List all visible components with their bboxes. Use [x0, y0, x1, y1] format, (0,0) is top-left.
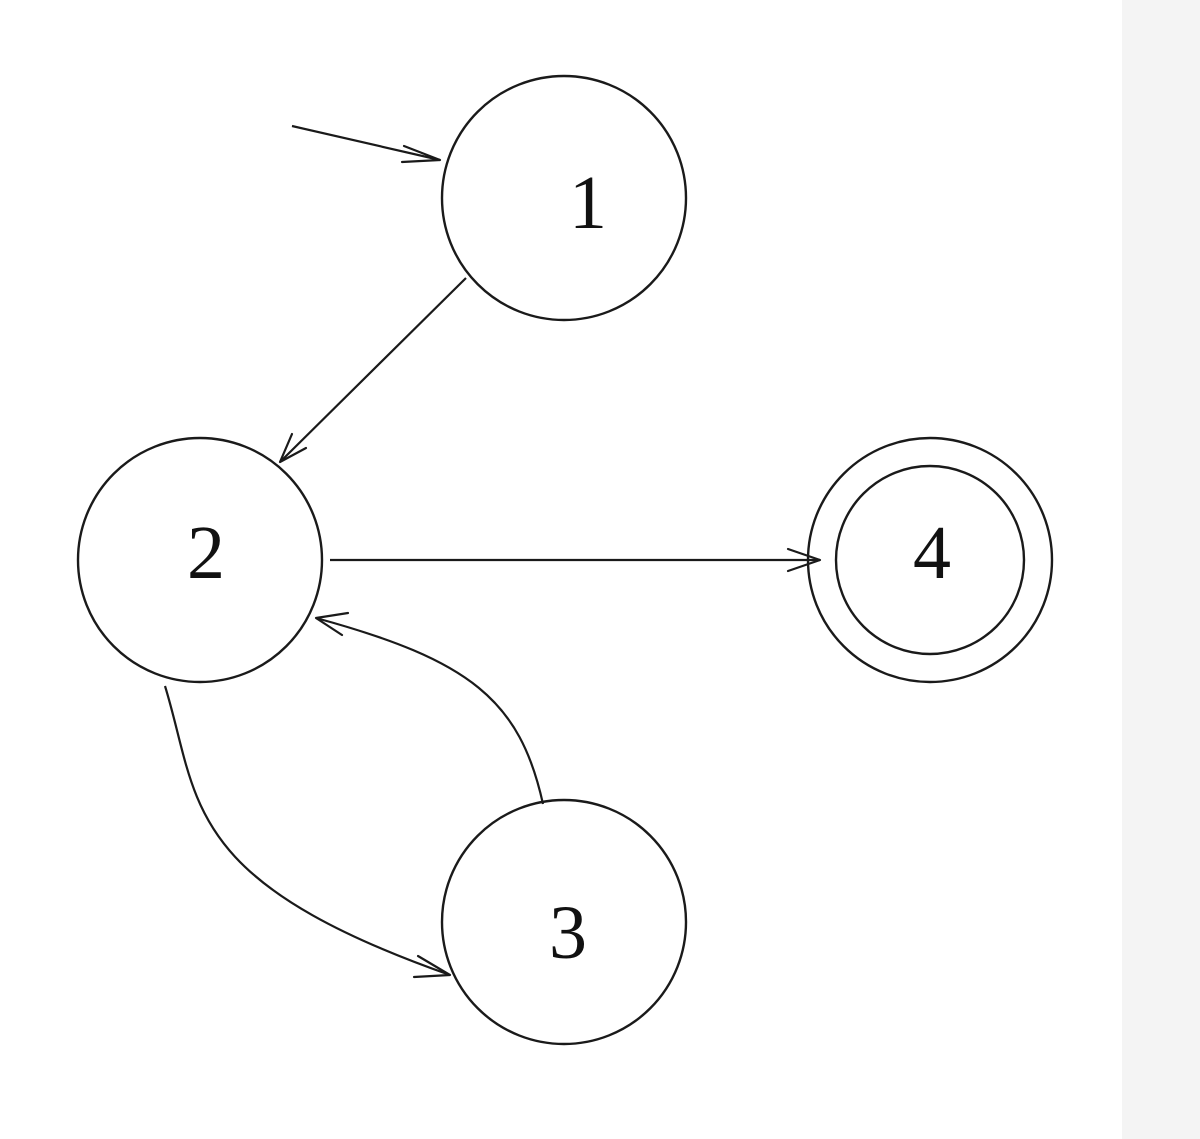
state-3-circle [440, 798, 688, 1046]
edge-1-to-2 [278, 277, 467, 464]
state-4: 4 [806, 436, 1054, 684]
state-4-inner-circle [834, 464, 1026, 656]
state-1: 1 [440, 74, 688, 322]
edge-2-to-4 [330, 547, 822, 573]
edge-3-to-2 [314, 611, 545, 805]
state-4-label: 4 [913, 511, 951, 595]
state-2-label: 2 [187, 511, 225, 595]
side-panel [1122, 0, 1200, 1139]
state-3: 3 [440, 798, 688, 1046]
state-2: 2 [76, 436, 324, 684]
state-1-label: 1 [569, 161, 607, 245]
edge-2-to-3 [163, 685, 452, 979]
state-4-outer-circle [806, 436, 1054, 684]
state-2-circle [76, 436, 324, 684]
state-1-circle [440, 74, 688, 322]
state-3-label: 3 [549, 891, 587, 975]
initial-arrow [291, 124, 442, 164]
